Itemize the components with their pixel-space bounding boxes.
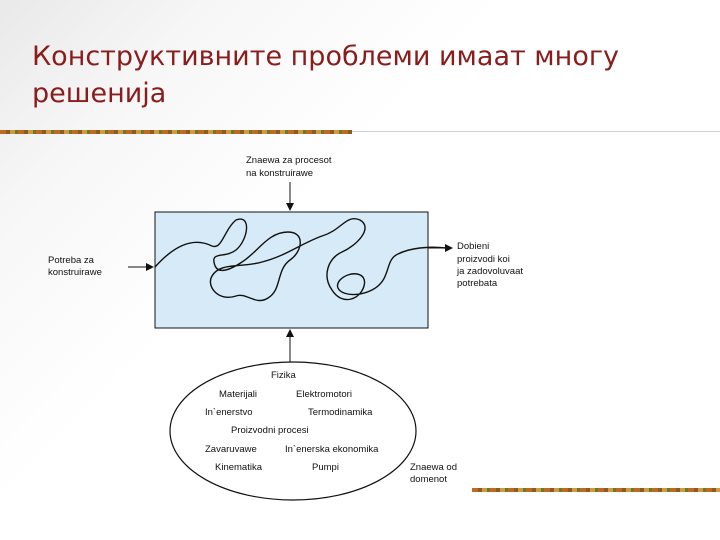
domain-item-elektromotori: Elektromotori [296,389,352,400]
domain-item-kinematika: Kinematika [215,462,263,473]
output-label-line-4: potrebata [457,278,498,289]
domain-label-line-1: Znaewa od [410,462,457,473]
slide-title: Конструктивните проблеми имаат многу реш… [32,38,672,112]
decorative-bar-bottom [472,488,720,492]
design-path-curve [154,218,447,302]
domain-item-inzenerska-ekonomika: In`enerska ekonomika [285,444,379,455]
title-line-2: решенија [32,78,167,109]
output-label-line-3: ja zadovoluvaat [456,266,523,277]
domain-item-zavaruvawe: Zavaruvawe [205,444,257,455]
design-process-box [154,211,429,329]
domain-item-termodinamika: Termodinamika [308,407,373,418]
output-label-line-1: Dobieni [457,241,489,252]
left-input-label-line-2: konstruirawe [48,267,102,278]
domain-item-fizika: Fizika [271,370,297,381]
decorative-line [352,131,720,132]
title-line-1: Конструктивните проблеми имаат многу [32,41,619,72]
domain-item-inzenerstvo: In`enerstvo [205,407,253,418]
left-input-label-line-1: Potreba za [48,255,95,266]
top-input-label-line-1: Znaewa za procesot [246,155,332,166]
domain-label-line-2: domenot [410,474,447,485]
domain-item-materijali: Materijali [219,389,257,400]
domain-item-proizvodni-procesi: Proizvodni procesi [231,425,309,436]
domain-item-pumpi: Pumpi [312,462,339,473]
decorative-bar-top [0,130,352,134]
domain-knowledge-ellipse [169,361,417,501]
top-input-label-line-2: na konstruirawe [246,168,313,179]
output-label-line-2: proizvodi koi [457,254,510,265]
